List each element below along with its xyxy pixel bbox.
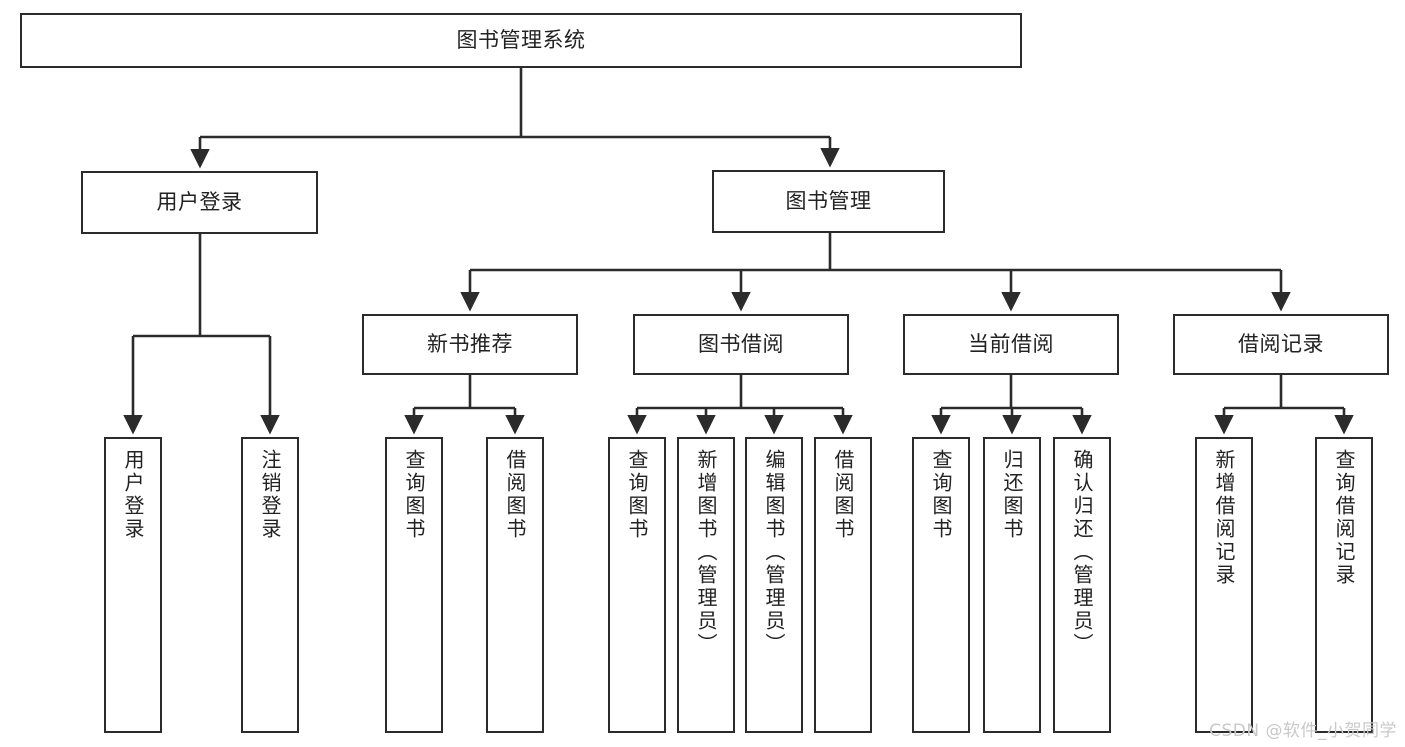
node-current-borrow-label: 当前借阅 [968,331,1054,356]
node-leaf-add-record[interactable]: 新增借阅记录 [1195,437,1253,733]
node-leaf-logout[interactable]: 注销登录 [241,437,299,733]
node-leaf-return-book-label: 归还图书 [1000,449,1024,541]
node-book-manage[interactable]: 图书管理 [712,170,945,233]
node-book-manage-label: 图书管理 [785,188,872,213]
node-leaf-edit-book[interactable]: 编辑图书（管理员） [745,437,803,733]
node-new-book-rec[interactable]: 新书推荐 [362,314,578,375]
node-leaf-query-record-label: 查询借阅记录 [1332,449,1356,587]
node-user-login[interactable]: 用户登录 [81,171,318,234]
node-leaf-edit-book-label: 编辑图书（管理员） [762,449,786,656]
node-leaf-query-book-1[interactable]: 查询图书 [385,437,443,733]
node-new-book-rec-label: 新书推荐 [427,331,513,356]
node-leaf-user-login[interactable]: 用户登录 [104,437,162,733]
node-leaf-return-book[interactable]: 归还图书 [983,437,1041,733]
node-leaf-borrow-book-1[interactable]: 借阅图书 [486,437,544,733]
node-borrow-record-label: 借阅记录 [1238,331,1324,356]
node-leaf-add-book[interactable]: 新增图书（管理员） [677,437,735,733]
node-leaf-logout-label: 注销登录 [258,449,282,541]
node-leaf-query-book-2-label: 查询图书 [625,449,649,541]
node-leaf-query-book-1-label: 查询图书 [402,449,426,541]
node-root-label: 图书管理系统 [456,27,586,52]
node-leaf-user-login-label: 用户登录 [121,449,145,541]
csdn-watermark: CSDN @软件_小贺同学 [1209,721,1397,741]
node-book-borrow-label: 图书借阅 [698,331,784,356]
node-leaf-borrow-book-1-label: 借阅图书 [503,449,527,541]
node-root[interactable]: 图书管理系统 [20,13,1022,68]
node-borrow-record[interactable]: 借阅记录 [1173,314,1389,375]
node-leaf-confirm-return[interactable]: 确认归还（管理员） [1053,437,1111,733]
node-leaf-borrow-book-2-label: 借阅图书 [831,449,855,541]
node-leaf-query-book-2[interactable]: 查询图书 [608,437,666,733]
node-current-borrow[interactable]: 当前借阅 [903,314,1119,375]
node-leaf-add-book-label: 新增图书（管理员） [694,449,718,656]
node-leaf-confirm-return-label: 确认归还（管理员） [1070,449,1094,656]
node-book-borrow[interactable]: 图书借阅 [633,314,849,375]
node-user-login-label: 用户登录 [156,189,243,214]
node-leaf-add-record-label: 新增借阅记录 [1212,449,1236,587]
node-leaf-query-record[interactable]: 查询借阅记录 [1315,437,1373,733]
node-leaf-query-book-3[interactable]: 查询图书 [912,437,970,733]
node-leaf-borrow-book-2[interactable]: 借阅图书 [814,437,872,733]
node-leaf-query-book-3-label: 查询图书 [929,449,953,541]
